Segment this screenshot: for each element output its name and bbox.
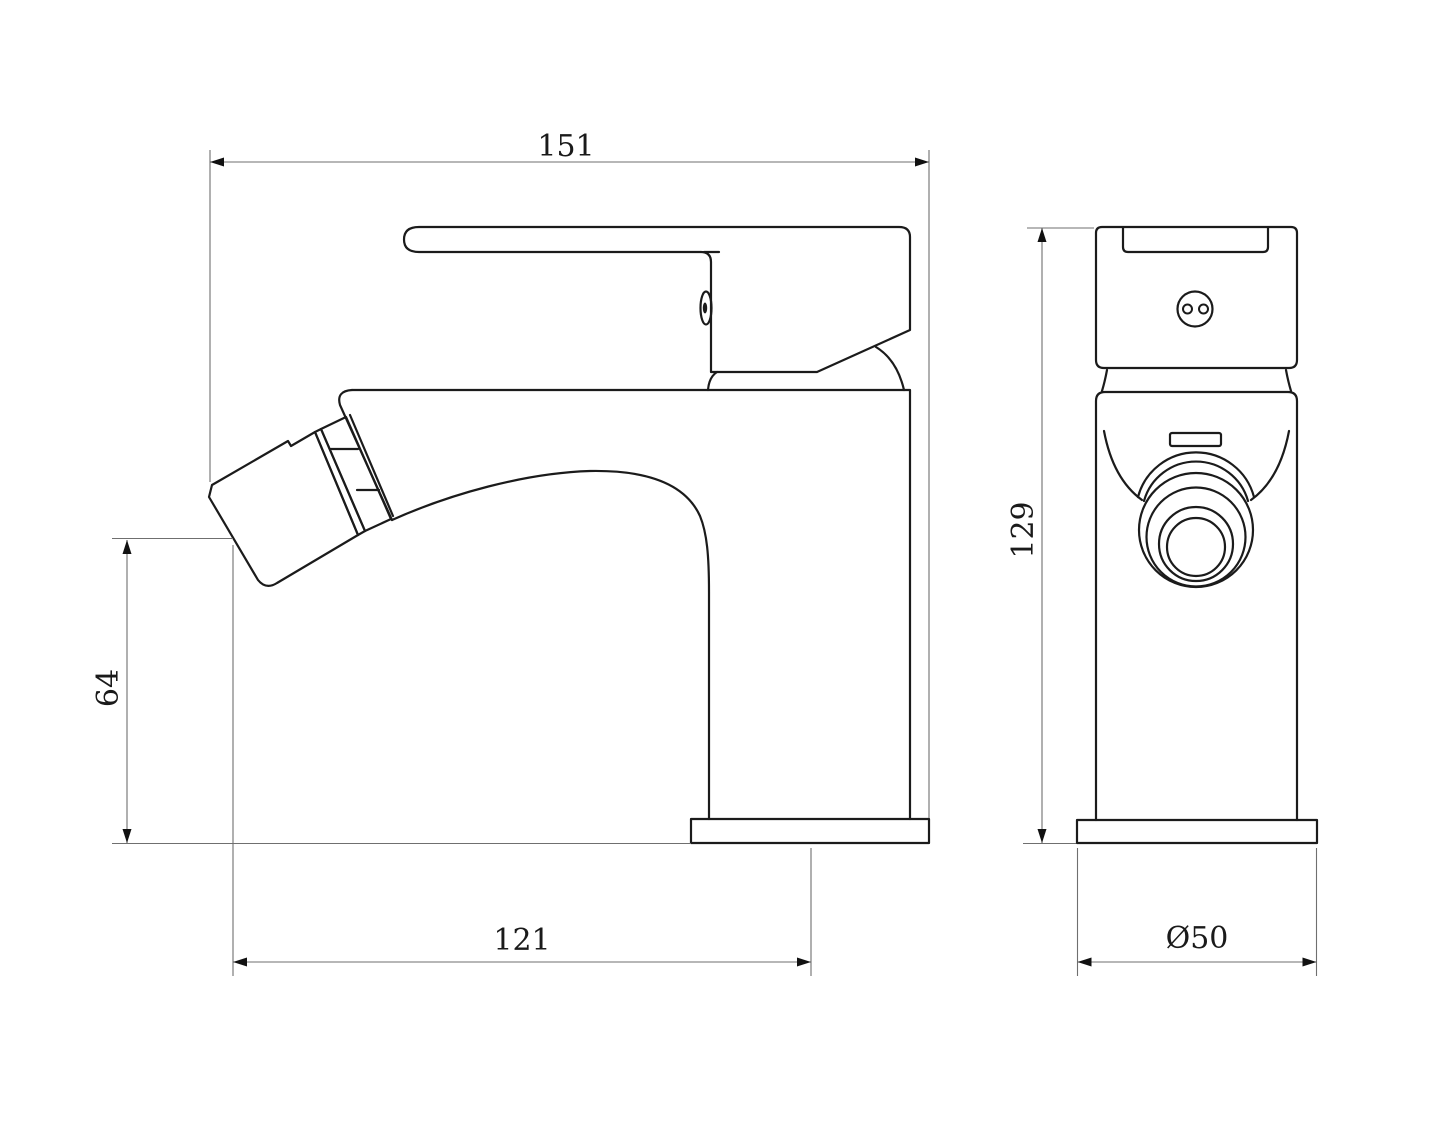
body-boss-face [338,388,394,522]
dim-129 [1023,227,1094,845]
front-view [1075,225,1319,845]
arrow-121-left [233,957,247,967]
indicator-dot-left [1182,303,1193,315]
arrow-151-left [210,157,224,167]
handle-block-front [1094,225,1299,370]
cartridge-lens-detail [699,290,713,326]
dim-64-label: 64 [91,669,126,707]
spout-collar [319,415,393,533]
base-plinth-side [689,817,931,845]
dim-d50 [1076,848,1318,976]
nozzle-circle-inner [1157,505,1235,583]
neck-right [1284,368,1293,393]
cartridge-lens-dot [702,302,708,314]
dim-129-label: 129 [1006,501,1041,558]
dimension-labels: 151 64 121 129 Ø50 [91,129,1228,958]
arrow-129-top [1037,228,1047,242]
lever-top-front [1121,226,1270,254]
spout-collar-inner-line [348,413,395,518]
object-lines [207,225,1319,845]
dim-d50-label: Ø50 [1166,921,1229,956]
indicator-circle [1176,290,1214,328]
nozzle-cap-front [1168,431,1223,448]
arrow-d50-right [1302,957,1317,967]
nozzle-circle-mid [1145,486,1247,588]
cartridge-fillet-left [706,370,719,392]
body-front [1094,390,1299,822]
body-top-right-outline [350,388,912,821]
nozzle-flange-arc-inner [1142,460,1250,503]
side-view [207,225,931,845]
nozzle-outlet [1165,516,1227,578]
arrow-121-right [797,957,811,967]
arrow-64-bottom [122,829,132,843]
base-plinth-front [1075,818,1319,845]
dim-64 [112,537,691,845]
arrow-d50-left [1077,957,1092,967]
dim-121 [232,545,812,976]
cheek-curve-right [1249,429,1291,502]
arrow-64-top [122,540,132,554]
dim-151-label: 151 [537,129,594,164]
cheek-curve-left [1102,429,1144,502]
dimension-lines [112,150,1318,976]
dim-151 [209,150,930,818]
nozzle-flange-arc-outer [1136,451,1256,499]
dimension-arrows [122,157,1317,967]
arrow-151-right [915,157,929,167]
arrow-129-bottom [1037,829,1047,843]
spout-tip-block [207,430,360,587]
neck-left [1100,368,1109,393]
cartridge-shoulder-arc-right [874,345,906,392]
body-underside-curve [390,469,711,821]
indicator-dot-right [1198,303,1209,315]
dim-121-label: 121 [493,923,550,958]
